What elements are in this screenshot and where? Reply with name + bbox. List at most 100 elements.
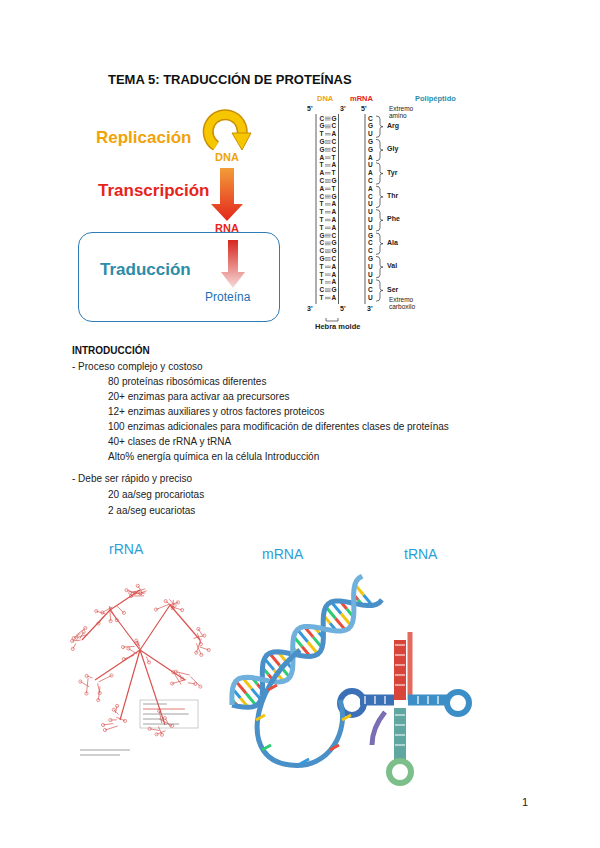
hydrogen-bond xyxy=(325,181,331,182)
rrna-loop xyxy=(181,677,184,680)
codon-brace xyxy=(376,280,383,301)
hydrogen-bond xyxy=(325,242,331,243)
dna-base: G xyxy=(320,232,325,239)
dna-base: C xyxy=(332,138,337,145)
intro-line: - Proceso complejo y costoso xyxy=(72,361,203,373)
mrna-base: G xyxy=(368,255,373,262)
mrna-base: G xyxy=(368,138,373,145)
mrna-base: U xyxy=(368,294,373,301)
hydrogen-bond xyxy=(325,198,331,199)
strand-end: 5' xyxy=(340,305,346,313)
rrna-loop xyxy=(103,728,106,731)
figure-title: mRNA xyxy=(262,546,303,562)
translation-arrow xyxy=(221,240,245,288)
dna-base: C xyxy=(320,247,325,254)
base xyxy=(300,759,309,764)
dna-base: T xyxy=(320,161,324,168)
mrna-base: U xyxy=(368,271,373,278)
hydrogen-bond xyxy=(325,140,331,141)
amino-acid: Tyr xyxy=(387,169,397,177)
rrna-stem xyxy=(74,633,81,638)
rrna-stem xyxy=(98,675,111,681)
dna-base: G xyxy=(320,255,325,262)
rrna-loop xyxy=(148,727,151,730)
amino-acid: Ser xyxy=(387,286,398,294)
dna-base: A xyxy=(332,161,337,168)
rrna-loop xyxy=(199,685,202,688)
hydrogen-bond xyxy=(325,203,331,204)
dna-base: A xyxy=(332,216,337,223)
rrna-legend-line xyxy=(143,709,185,710)
intro-line: 80 proteínas ribosómicas diferentes xyxy=(108,376,266,388)
rrna-loop xyxy=(195,651,198,654)
rrna-loop xyxy=(122,658,125,661)
dna-base: G xyxy=(332,239,337,246)
dna-base: A xyxy=(332,200,337,207)
amino-acid: Ala xyxy=(387,239,398,247)
dna-base: G xyxy=(332,247,337,254)
dna-base: G xyxy=(332,193,337,200)
rrna-loop xyxy=(129,594,132,597)
rrna-loop xyxy=(127,647,130,650)
rrna-note-line xyxy=(80,750,130,751)
mrna-base: U xyxy=(368,278,373,285)
rrna-loop xyxy=(174,670,177,673)
column-header: mRNA xyxy=(350,95,373,104)
mrna-base: A xyxy=(368,169,373,176)
rrna-loop xyxy=(170,682,173,685)
rrna-loop xyxy=(122,611,125,614)
intro-line: 20 aa/seg procariotas xyxy=(108,489,204,501)
rrna-legend-line xyxy=(143,719,164,720)
mrna-base: C xyxy=(368,193,373,200)
page-number: 1 xyxy=(522,796,528,809)
rrna-stem xyxy=(109,606,117,620)
mrna-base: C xyxy=(368,177,373,184)
mrna-base: A xyxy=(368,154,373,161)
dna-base: G xyxy=(332,286,337,293)
rrna-legend-line xyxy=(143,704,167,705)
dna-base: A xyxy=(332,208,337,215)
hydrogen-bond xyxy=(325,120,331,121)
hydrogen-bond xyxy=(325,252,331,253)
rrna-loop xyxy=(125,589,128,592)
codon-brace xyxy=(376,210,383,231)
rrna-loop xyxy=(181,608,184,611)
rrna-loop xyxy=(203,634,206,637)
intro-line: - Debe ser rápido y preciso xyxy=(72,473,192,485)
hydrogen-bond xyxy=(325,164,331,165)
rrna-stem xyxy=(114,710,119,715)
hydrogen-bond xyxy=(325,142,331,143)
column-header: Polipéptido xyxy=(415,95,456,104)
hydrogen-bond xyxy=(325,281,331,282)
chain-end: Extremo amino xyxy=(389,105,423,120)
dna-base: A xyxy=(320,185,325,192)
intro-line: Alto% energía química en la célula Intro… xyxy=(108,451,319,463)
hydrogen-bond xyxy=(325,211,331,212)
intro-line: 40+ clases de rRNA y tRNA xyxy=(108,436,231,448)
rrna-stem xyxy=(176,672,190,675)
dna-base: T xyxy=(332,154,336,161)
rrna-loop xyxy=(79,680,82,683)
mrna-base: U xyxy=(368,216,373,223)
rrna-loop xyxy=(171,724,174,727)
rrna-figure xyxy=(82,590,200,725)
dna-base: C xyxy=(320,115,325,122)
hydrogen-bond xyxy=(325,249,331,250)
dna-base: A xyxy=(332,278,337,285)
rrna-stem xyxy=(127,590,142,594)
rrna-loop xyxy=(207,648,210,651)
mrna-base: U xyxy=(368,200,373,207)
trna-figure xyxy=(340,632,469,783)
mrna-base: G xyxy=(368,232,373,239)
rrna-loop xyxy=(116,704,119,707)
chain-end: Extremo carboxilo xyxy=(389,296,425,311)
dna-backbone xyxy=(232,576,362,705)
rrna-loop xyxy=(98,691,101,694)
hydrogen-bond xyxy=(325,149,331,150)
strand-note: Hebra molde xyxy=(315,323,360,332)
rrna-stem xyxy=(156,604,169,609)
hydrogen-bond xyxy=(325,259,331,260)
rrna-legend-line xyxy=(143,724,179,725)
hydrogen-bond xyxy=(325,172,331,173)
hydrogen-bond xyxy=(325,173,331,174)
